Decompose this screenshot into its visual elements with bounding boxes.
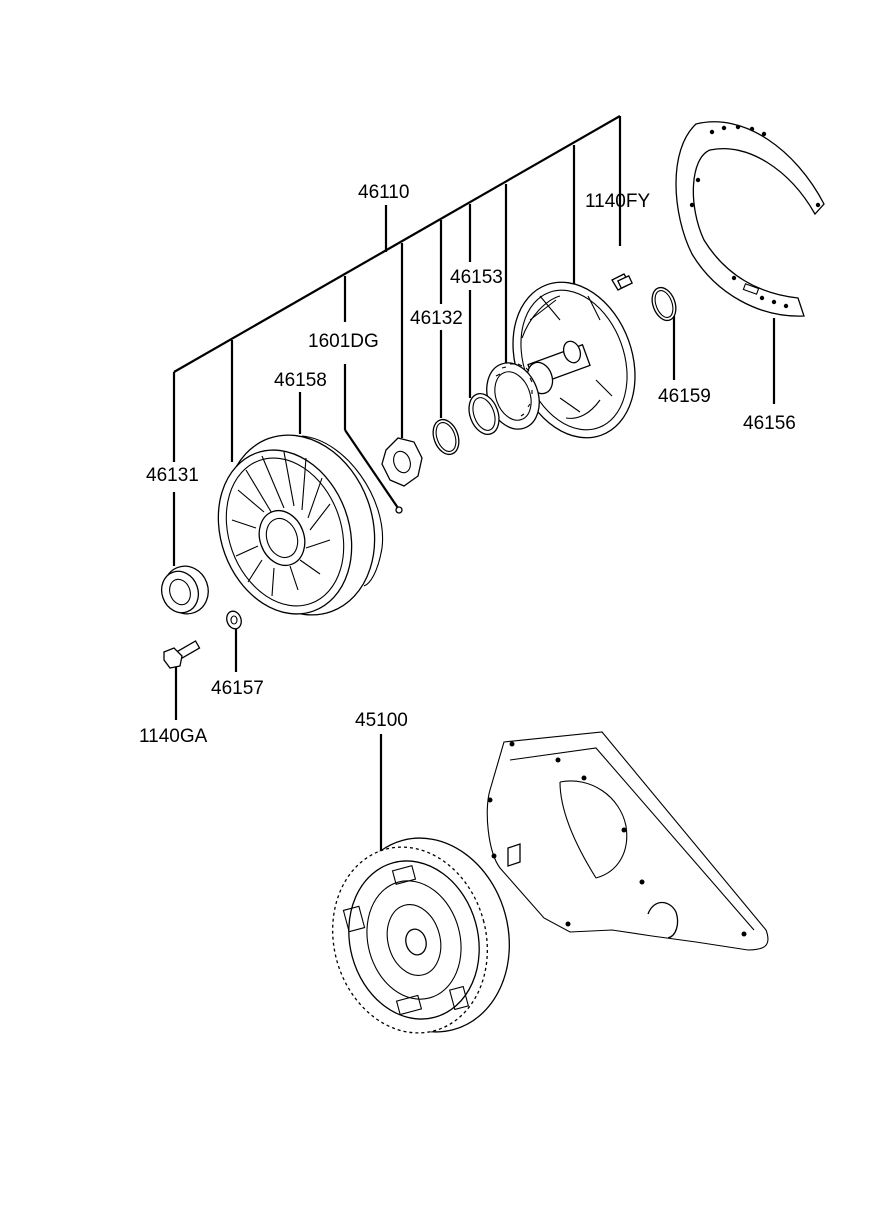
o-ring-46159 (651, 286, 677, 322)
pin-ball-1601DG (395, 506, 403, 514)
oil-seal-46131 (160, 565, 209, 615)
label-46159: 46159 (658, 386, 711, 407)
torque-converter-45100 (332, 837, 510, 1034)
label-45100: 45100 (355, 710, 408, 731)
label-46157: 46157 (211, 678, 264, 699)
label-1601DG: 1601DG (308, 331, 379, 352)
pump-body (217, 434, 376, 616)
gasket-ring-46156 (675, 121, 825, 317)
seal-ring-46158 (301, 435, 384, 587)
label-46110: 46110 (358, 182, 409, 203)
leader-46110-group (172, 115, 622, 566)
pump-cover-stator (512, 281, 636, 439)
part-labels: 46110 1140FY 46153 46132 1601DG 46158 46… (139, 182, 796, 747)
leader-lines (174, 316, 776, 856)
label-46158: 46158 (274, 370, 327, 391)
o-ring-small (432, 418, 460, 456)
label-1140GA: 1140GA (139, 726, 208, 747)
seal-ring-46132 (468, 393, 500, 435)
label-1140FY: 1140FY (585, 191, 650, 212)
bolt-1140GA (163, 640, 201, 669)
label-46131: 46131 (146, 465, 199, 486)
converter-housing-cover (486, 731, 769, 951)
bolt-1140FY (611, 273, 633, 291)
drive-gear-small (381, 437, 423, 487)
label-46132: 46132 (410, 308, 463, 329)
washer-46157 (226, 610, 242, 630)
label-46156: 46156 (743, 413, 796, 434)
label-46153: 46153 (450, 267, 503, 288)
